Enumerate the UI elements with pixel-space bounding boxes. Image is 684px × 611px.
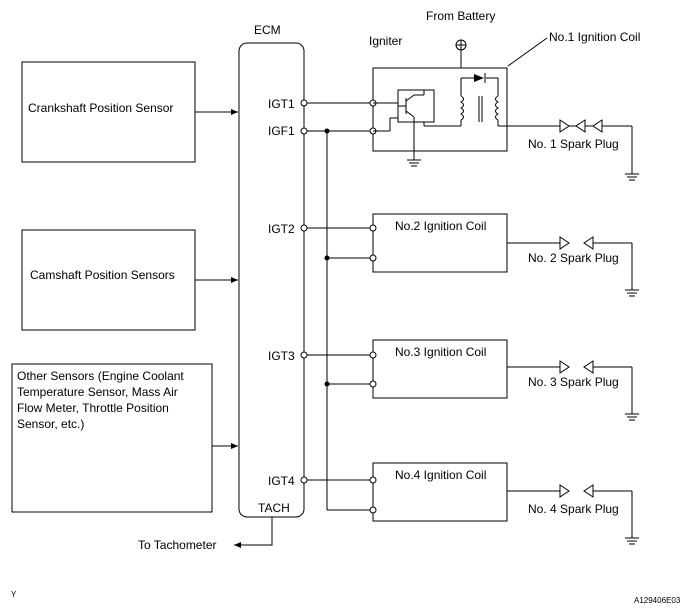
igniter-transistor-icon <box>373 89 435 132</box>
spark-plug-1-label: No. 1 Spark Plug <box>528 137 619 151</box>
ignition-coil-winding-icon <box>423 77 507 127</box>
igt1-label: IGT1 <box>268 97 295 111</box>
crankshaft-sensor-box: Crankshaft Position Sensor <box>21 61 196 163</box>
tachometer-label: To Tachometer <box>138 538 217 552</box>
coil4-label: No.4 Ignition Coil <box>395 468 486 482</box>
coil3-label: No.3 Ignition Coil <box>395 345 486 359</box>
other-sensors-line-1: Other Sensors (Engine Coolant <box>17 369 184 383</box>
tach-terminal-label: TACH <box>258 501 290 515</box>
spark-plug-2-label: No. 2 Spark Plug <box>528 251 619 265</box>
battery-terminal-icon <box>455 39 467 78</box>
crankshaft-sensor-label: Crankshaft Position Sensor <box>28 101 173 115</box>
spark-plug-3-label: No. 3 Spark Plug <box>528 375 619 389</box>
coil3-box: No.3 Ignition Coil <box>369 339 508 399</box>
igt3-label: IGT3 <box>268 349 295 363</box>
igniter-ground-icon <box>407 122 421 167</box>
spark-plug-4-label: No. 4 Spark Plug <box>528 502 619 516</box>
camshaft-sensor-box: Camshaft Position Sensors <box>21 229 196 331</box>
coil1-label: No.1 Ignition Coil <box>549 30 640 44</box>
corner-mark-left: Y <box>11 590 17 599</box>
coil4-box: No.4 Ignition Coil <box>369 462 508 522</box>
spark-plug-2: No. 2 Spark Plug <box>507 236 639 297</box>
from-battery-label: From Battery <box>426 9 495 23</box>
igf1-label: IGF1 <box>268 124 295 138</box>
coil1-igniter-box <box>369 67 508 167</box>
camshaft-sensor-label: Camshaft Position Sensors <box>30 268 175 282</box>
tachometer-output: To Tachometer <box>138 517 273 552</box>
other-sensors-box: Other Sensors (Engine Coolant Temperatur… <box>11 363 213 513</box>
spark-plug-4: No. 4 Spark Plug <box>507 484 639 545</box>
other-sensors-line-2: Temperature Sensor, Mass Air <box>17 385 178 399</box>
other-sensors-line-4: Sensor, etc.) <box>17 417 84 431</box>
coil2-label: No.2 Ignition Coil <box>395 219 486 233</box>
coil1-leader-line <box>507 37 548 67</box>
igt2-label: IGT2 <box>268 222 295 236</box>
other-sensors-line-3: Flow Meter, Throttle Position <box>17 401 169 415</box>
coil2-box: No.2 Ignition Coil <box>369 213 508 273</box>
spark-plug-1: No. 1 Spark Plug <box>507 119 639 181</box>
ecm-unit: ECM TACH IGT1 IGF1 IGT2 IGT3 IGT4 <box>238 23 305 518</box>
diode-icon <box>474 73 486 83</box>
igniter-label: Igniter <box>369 34 402 48</box>
igt4-label: IGT4 <box>268 474 295 488</box>
figure-code: A129406E03 <box>634 596 681 605</box>
ecm-title: ECM <box>254 23 281 37</box>
spark-plug-3: No. 3 Spark Plug <box>507 360 639 421</box>
